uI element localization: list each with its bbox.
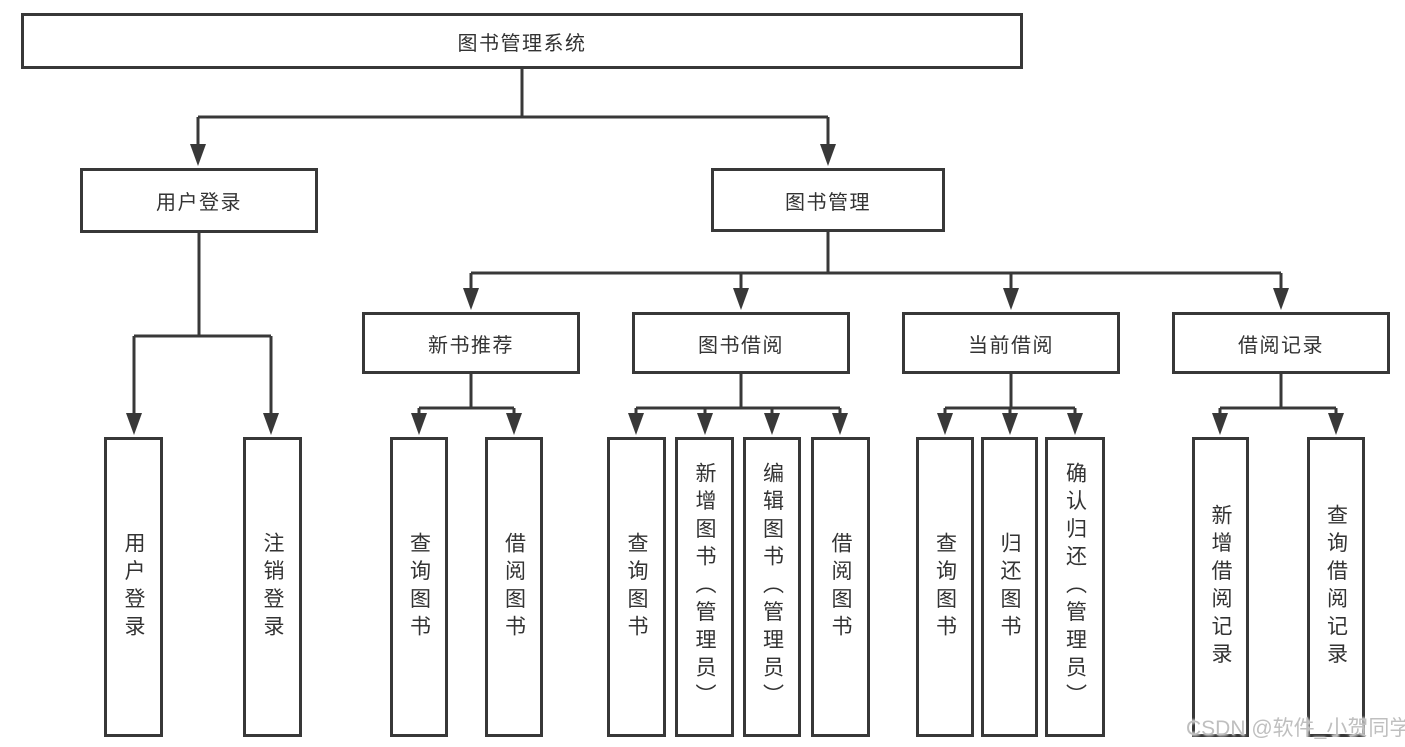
leaf-borrow-books-recommend-label: 借阅图书 [502, 531, 526, 643]
leaf-add-borrow-record: 新增借阅记录 [1192, 437, 1249, 737]
leaf-query-books-current: 查询图书 [916, 437, 974, 737]
leaf-edit-book-admin-label: 编辑图书（管理员） [760, 462, 784, 712]
leaf-logout: 注销登录 [243, 437, 302, 737]
leaf-confirm-return-admin: 确认归还（管理员） [1045, 437, 1105, 737]
node-book-borrow-label: 图书借阅 [698, 334, 784, 357]
leaf-query-books-current-label: 查询图书 [933, 531, 957, 643]
leaf-query-books-borrow: 查询图书 [607, 437, 666, 737]
node-new-book-recommend: 新书推荐 [362, 312, 580, 374]
leaf-return-books: 归还图书 [981, 437, 1038, 737]
leaf-edit-book-admin: 编辑图书（管理员） [743, 437, 801, 737]
leaf-borrow-books-recommend: 借阅图书 [485, 437, 543, 737]
leaf-query-borrow-record-label: 查询借阅记录 [1324, 503, 1348, 671]
node-user-login: 用户登录 [80, 168, 318, 233]
leaf-borrow-books-borrow: 借阅图书 [811, 437, 870, 737]
leaf-add-borrow-record-label: 新增借阅记录 [1209, 503, 1232, 671]
leaf-add-book-admin: 新增图书（管理员） [675, 437, 734, 737]
leaf-user-login-label: 用户登录 [122, 531, 145, 643]
node-borrow-records: 借阅记录 [1172, 312, 1390, 374]
leaf-query-books-recommend: 查询图书 [390, 437, 448, 737]
node-current-borrow-label: 当前借阅 [968, 334, 1054, 357]
arrowheads [126, 144, 1344, 435]
leaf-confirm-return-admin-label: 确认归还（管理员） [1063, 462, 1087, 712]
node-new-book-recommend-label: 新书推荐 [428, 334, 514, 357]
leaf-logout-label: 注销登录 [261, 531, 284, 643]
node-library-system-label: 图书管理系统 [457, 32, 587, 55]
leaf-user-login: 用户登录 [104, 437, 163, 737]
leaf-query-books-recommend-label: 查询图书 [407, 531, 431, 643]
node-book-management-label: 图书管理 [785, 191, 871, 214]
node-user-login-label: 用户登录 [156, 192, 242, 214]
leaf-add-book-admin-label: 新增图书（管理员） [693, 462, 716, 712]
node-current-borrow: 当前借阅 [902, 312, 1120, 374]
csdn-watermark: CSDN @软件_小贺同学 [1186, 717, 1405, 740]
leaf-query-borrow-record: 查询借阅记录 [1307, 437, 1365, 737]
node-library-system: 图书管理系统 [21, 13, 1023, 69]
node-borrow-records-label: 借阅记录 [1238, 334, 1324, 357]
leaf-query-books-borrow-label: 查询图书 [625, 531, 648, 643]
leaf-return-books-label: 归还图书 [998, 531, 1021, 643]
leaf-borrow-books-borrow-label: 借阅图书 [829, 531, 852, 643]
node-book-borrow: 图书借阅 [632, 312, 850, 374]
node-book-management: 图书管理 [711, 168, 945, 232]
